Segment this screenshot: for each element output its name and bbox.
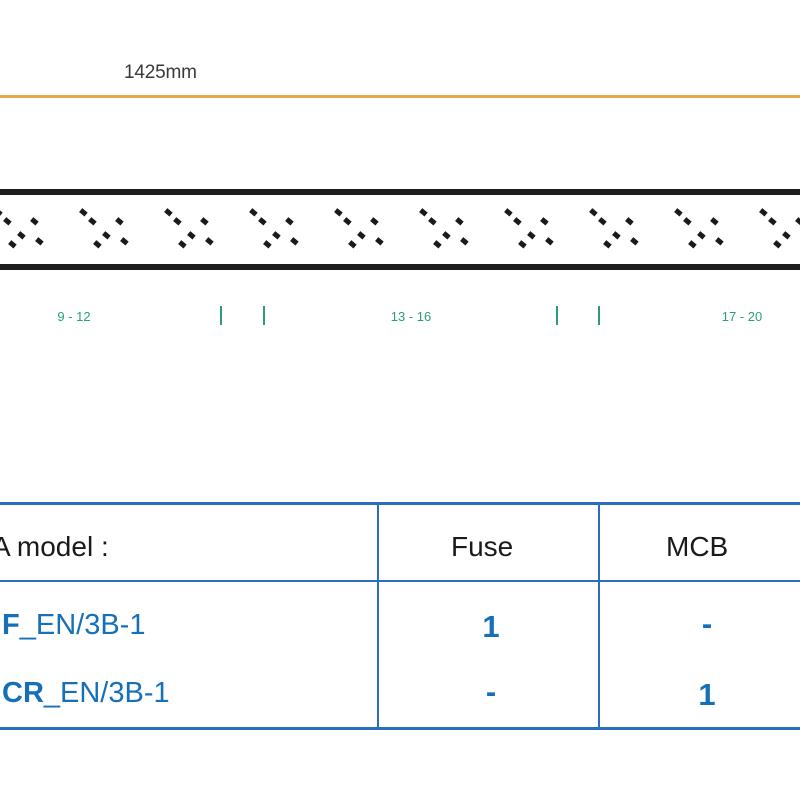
row-2-model-bold: CR <box>2 677 44 709</box>
row-2-model: CR_EN/3B-1 <box>2 677 170 710</box>
socket-pin <box>625 217 634 226</box>
socket-pin <box>200 217 209 226</box>
socket-pin <box>205 237 214 246</box>
strip-bottom-edge <box>0 264 800 270</box>
socket-pin <box>428 217 437 226</box>
socket-pin <box>527 231 536 240</box>
socket-pin <box>710 217 719 226</box>
table-divider <box>598 502 600 730</box>
group-label-13-16: 13 - 16 <box>390 309 432 324</box>
socket-pin <box>442 231 451 240</box>
socket-pin <box>164 208 173 217</box>
table-border-bottom <box>0 727 800 730</box>
socket-pin <box>504 208 513 217</box>
socket-pin <box>3 217 12 226</box>
socket-pin <box>419 208 428 217</box>
socket-pin <box>30 217 39 226</box>
socket-pin <box>715 237 724 246</box>
socket-pin <box>249 208 258 217</box>
socket-pin <box>357 231 366 240</box>
socket-pin <box>178 240 187 249</box>
group-separator <box>263 306 265 325</box>
table-border-header <box>0 580 800 582</box>
socket-pin <box>598 217 607 226</box>
socket-pin <box>773 240 782 249</box>
dimension-label: 1425mm <box>124 62 197 83</box>
header-model: A model : <box>0 531 109 562</box>
socket-pin <box>272 231 281 240</box>
table-divider <box>377 502 379 730</box>
row-2-mcb: 1 <box>698 677 716 712</box>
socket-pin <box>263 240 272 249</box>
strip-top-edge <box>0 189 800 195</box>
socket-pin <box>455 217 464 226</box>
socket-pin <box>88 217 97 226</box>
socket-pin <box>35 237 44 246</box>
socket-pin <box>79 208 88 217</box>
row-1-model-rest: _EN/3B-1 <box>19 609 146 641</box>
socket-pin <box>17 231 26 240</box>
socket-pin <box>187 231 196 240</box>
socket-pin <box>102 231 111 240</box>
power-strip <box>0 189 800 270</box>
socket-pin <box>518 240 527 249</box>
socket-pin <box>343 217 352 226</box>
socket-pin <box>612 231 621 240</box>
socket-pin <box>370 217 379 226</box>
group-separator <box>556 306 558 325</box>
socket-pin <box>285 217 294 226</box>
socket-pin <box>0 208 3 217</box>
socket-row <box>0 208 800 249</box>
socket-pin <box>589 208 598 217</box>
socket-pin <box>460 237 469 246</box>
row-2-model-rest: _EN/3B-1 <box>43 677 170 709</box>
socket-pin <box>93 240 102 249</box>
socket-pin <box>540 217 549 226</box>
socket-pin <box>674 208 683 217</box>
socket-pin <box>173 217 182 226</box>
dimension-line <box>0 95 800 98</box>
socket-pin <box>768 217 777 226</box>
group-separator <box>598 306 600 325</box>
header-mcb: MCB <box>666 531 729 562</box>
row-2-fuse: - <box>485 674 497 709</box>
socket-pin <box>795 217 800 226</box>
socket-pin <box>334 208 343 217</box>
group-separator <box>220 306 222 325</box>
socket-pin <box>782 231 791 240</box>
row-1-model-bold: F <box>2 609 20 641</box>
socket-pin <box>375 237 384 246</box>
socket-pin <box>545 237 554 246</box>
header-fuse: Fuse <box>451 531 514 562</box>
row-1-mcb: - <box>701 606 713 641</box>
socket-pin <box>630 237 639 246</box>
socket-pin <box>8 240 17 249</box>
socket-pin <box>115 217 124 226</box>
socket-pin <box>759 208 768 217</box>
socket-pin <box>513 217 522 226</box>
socket-pin <box>290 237 299 246</box>
socket-pin <box>433 240 442 249</box>
row-1-fuse: 1 <box>482 609 500 644</box>
socket-pin <box>697 231 706 240</box>
group-label-9-12: 9 - 12 <box>57 309 91 324</box>
row-1-model: F_EN/3B-1 <box>2 609 145 642</box>
socket-pin <box>603 240 612 249</box>
socket-pin <box>120 237 129 246</box>
group-label-17-20: 17 - 20 <box>721 309 763 324</box>
socket-pin <box>258 217 267 226</box>
table-border-top <box>0 502 800 505</box>
socket-pin <box>348 240 357 249</box>
socket-pin <box>688 240 697 249</box>
socket-pin <box>683 217 692 226</box>
